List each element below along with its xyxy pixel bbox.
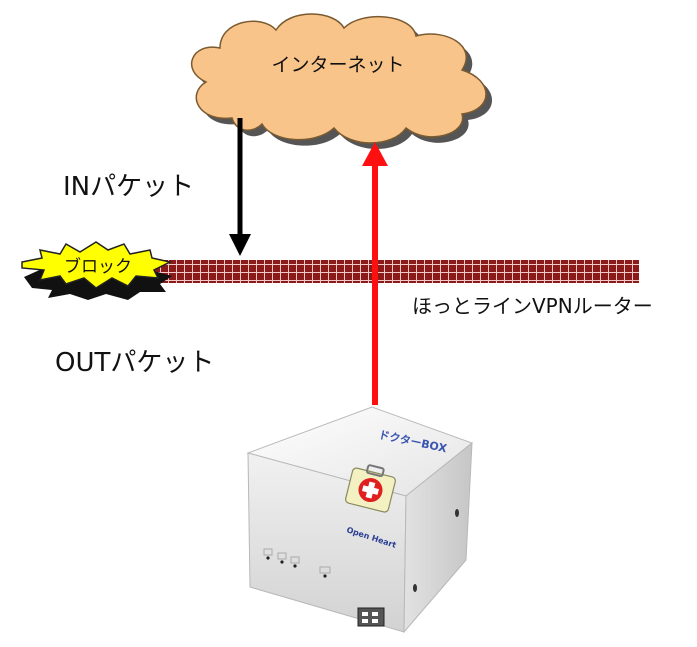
device-port <box>357 607 385 627</box>
device-led-housings <box>263 548 331 574</box>
out-arrow <box>362 142 388 405</box>
device-side <box>403 441 473 634</box>
block-label: ブロック <box>64 256 132 277</box>
doctor-box-device: ドクターBOX Open Heart <box>246 406 474 634</box>
cloud-label: インターネット <box>271 54 404 76</box>
device-screw <box>455 509 459 517</box>
internet-cloud: インターネット <box>190 13 492 149</box>
device-leds <box>266 556 327 578</box>
medical-kit-icon <box>345 464 396 513</box>
in-packet-label: INパケット <box>63 172 195 202</box>
explosion-badge-icon: ブロック <box>21 241 173 300</box>
in-arrow <box>229 118 251 256</box>
out-packet-label: OUTパケット <box>55 348 215 378</box>
cloud-shape <box>190 13 487 144</box>
device-screw <box>413 584 417 592</box>
router-label: ほっとラインVPNルーター <box>412 294 653 318</box>
explosion-shape <box>21 241 173 289</box>
router-bar <box>140 260 639 283</box>
